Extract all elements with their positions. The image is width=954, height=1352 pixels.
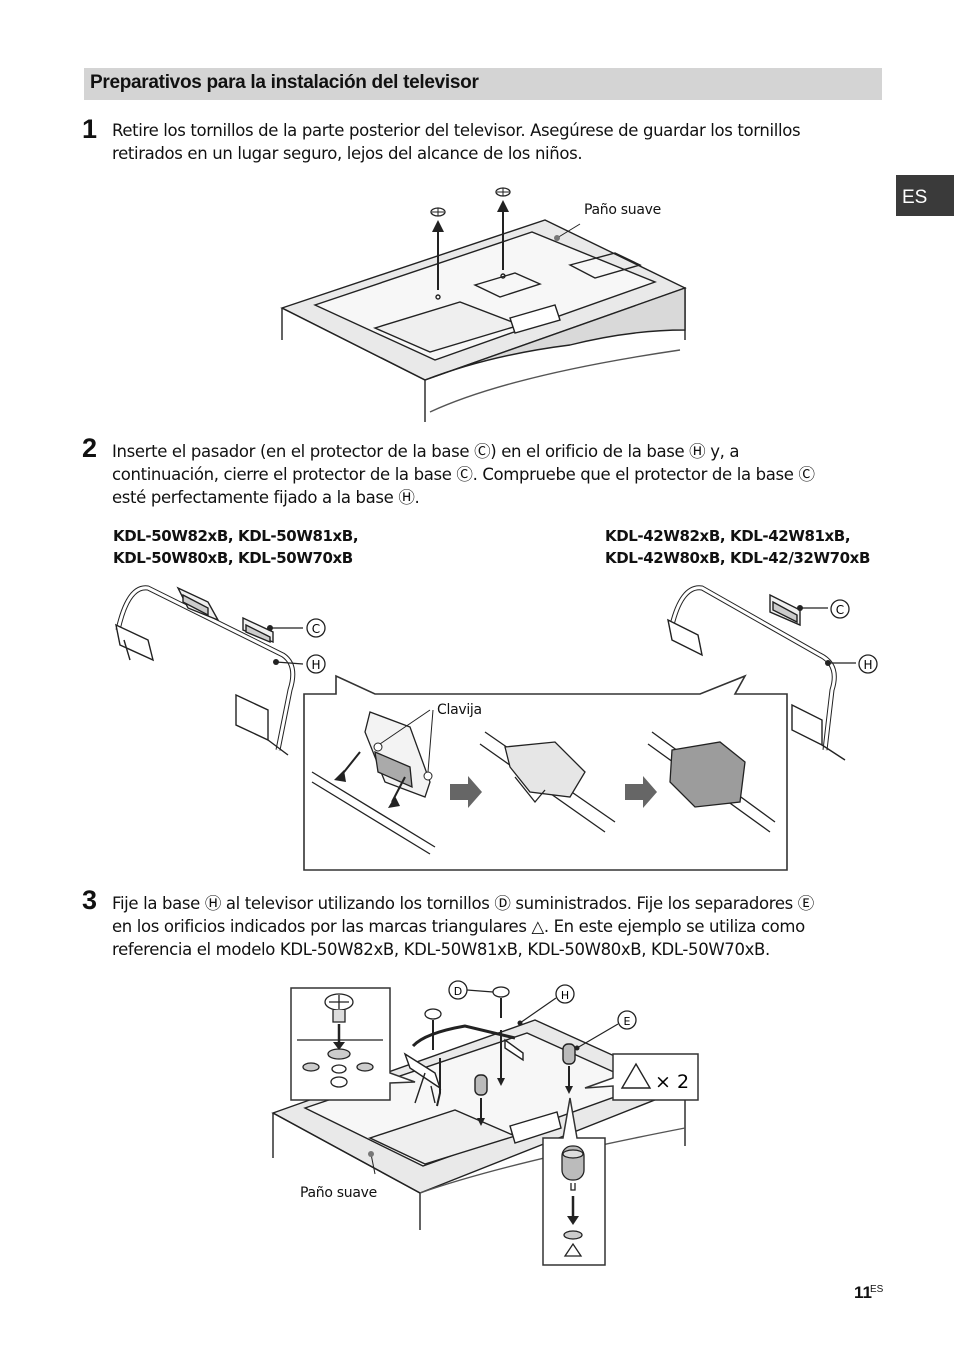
- callout-e: E: [624, 1015, 631, 1028]
- callout-h-right: H: [863, 658, 872, 672]
- label-soft-cloth-2: Paño suave: [300, 1185, 377, 1201]
- page-number: 11: [854, 1283, 872, 1302]
- figure-attach-stand: D H E × 2: [271, 980, 699, 1266]
- figure-stand-left: C H: [115, 585, 326, 756]
- callout-h-left: H: [311, 658, 320, 672]
- figure-remove-screws: [280, 187, 687, 422]
- models-right: KDL-42W82xB, KDL-42W81xB, KDL-42W80xB, K…: [605, 527, 870, 567]
- page-number-suffix: ES: [870, 1284, 884, 1295]
- callout-d: D: [454, 985, 462, 998]
- callout-c-left: C: [312, 622, 320, 636]
- figure-stand-right: C H: [667, 585, 878, 761]
- step-1-text: Retire los tornillos de la parte posteri…: [112, 121, 801, 163]
- step-3-number: 3: [82, 885, 98, 915]
- callout-h-step3: H: [561, 989, 569, 1002]
- label-soft-cloth-1: Paño suave: [584, 202, 661, 218]
- callout-c-right: C: [836, 603, 844, 617]
- section-header: Preparativos para la instalación del tel…: [84, 68, 882, 100]
- times-two-label: × 2: [655, 1071, 689, 1093]
- step-2-text: Inserte el pasador (en el protector de l…: [112, 442, 815, 507]
- step-1-number: 1: [82, 114, 98, 144]
- models-left: KDL-50W82xB, KDL-50W81xB, KDL-50W80xB, K…: [113, 527, 359, 567]
- step-3-text: Fije la base Ⓗ al televisor utilizando l…: [112, 894, 814, 959]
- step-2-number: 2: [82, 433, 98, 463]
- figure-pin-detail: [303, 674, 788, 871]
- label-pin: Clavija: [437, 702, 482, 718]
- section-title: Preparativos para la instalación del tel…: [90, 72, 479, 93]
- language-tab[interactable]: ES: [896, 175, 954, 216]
